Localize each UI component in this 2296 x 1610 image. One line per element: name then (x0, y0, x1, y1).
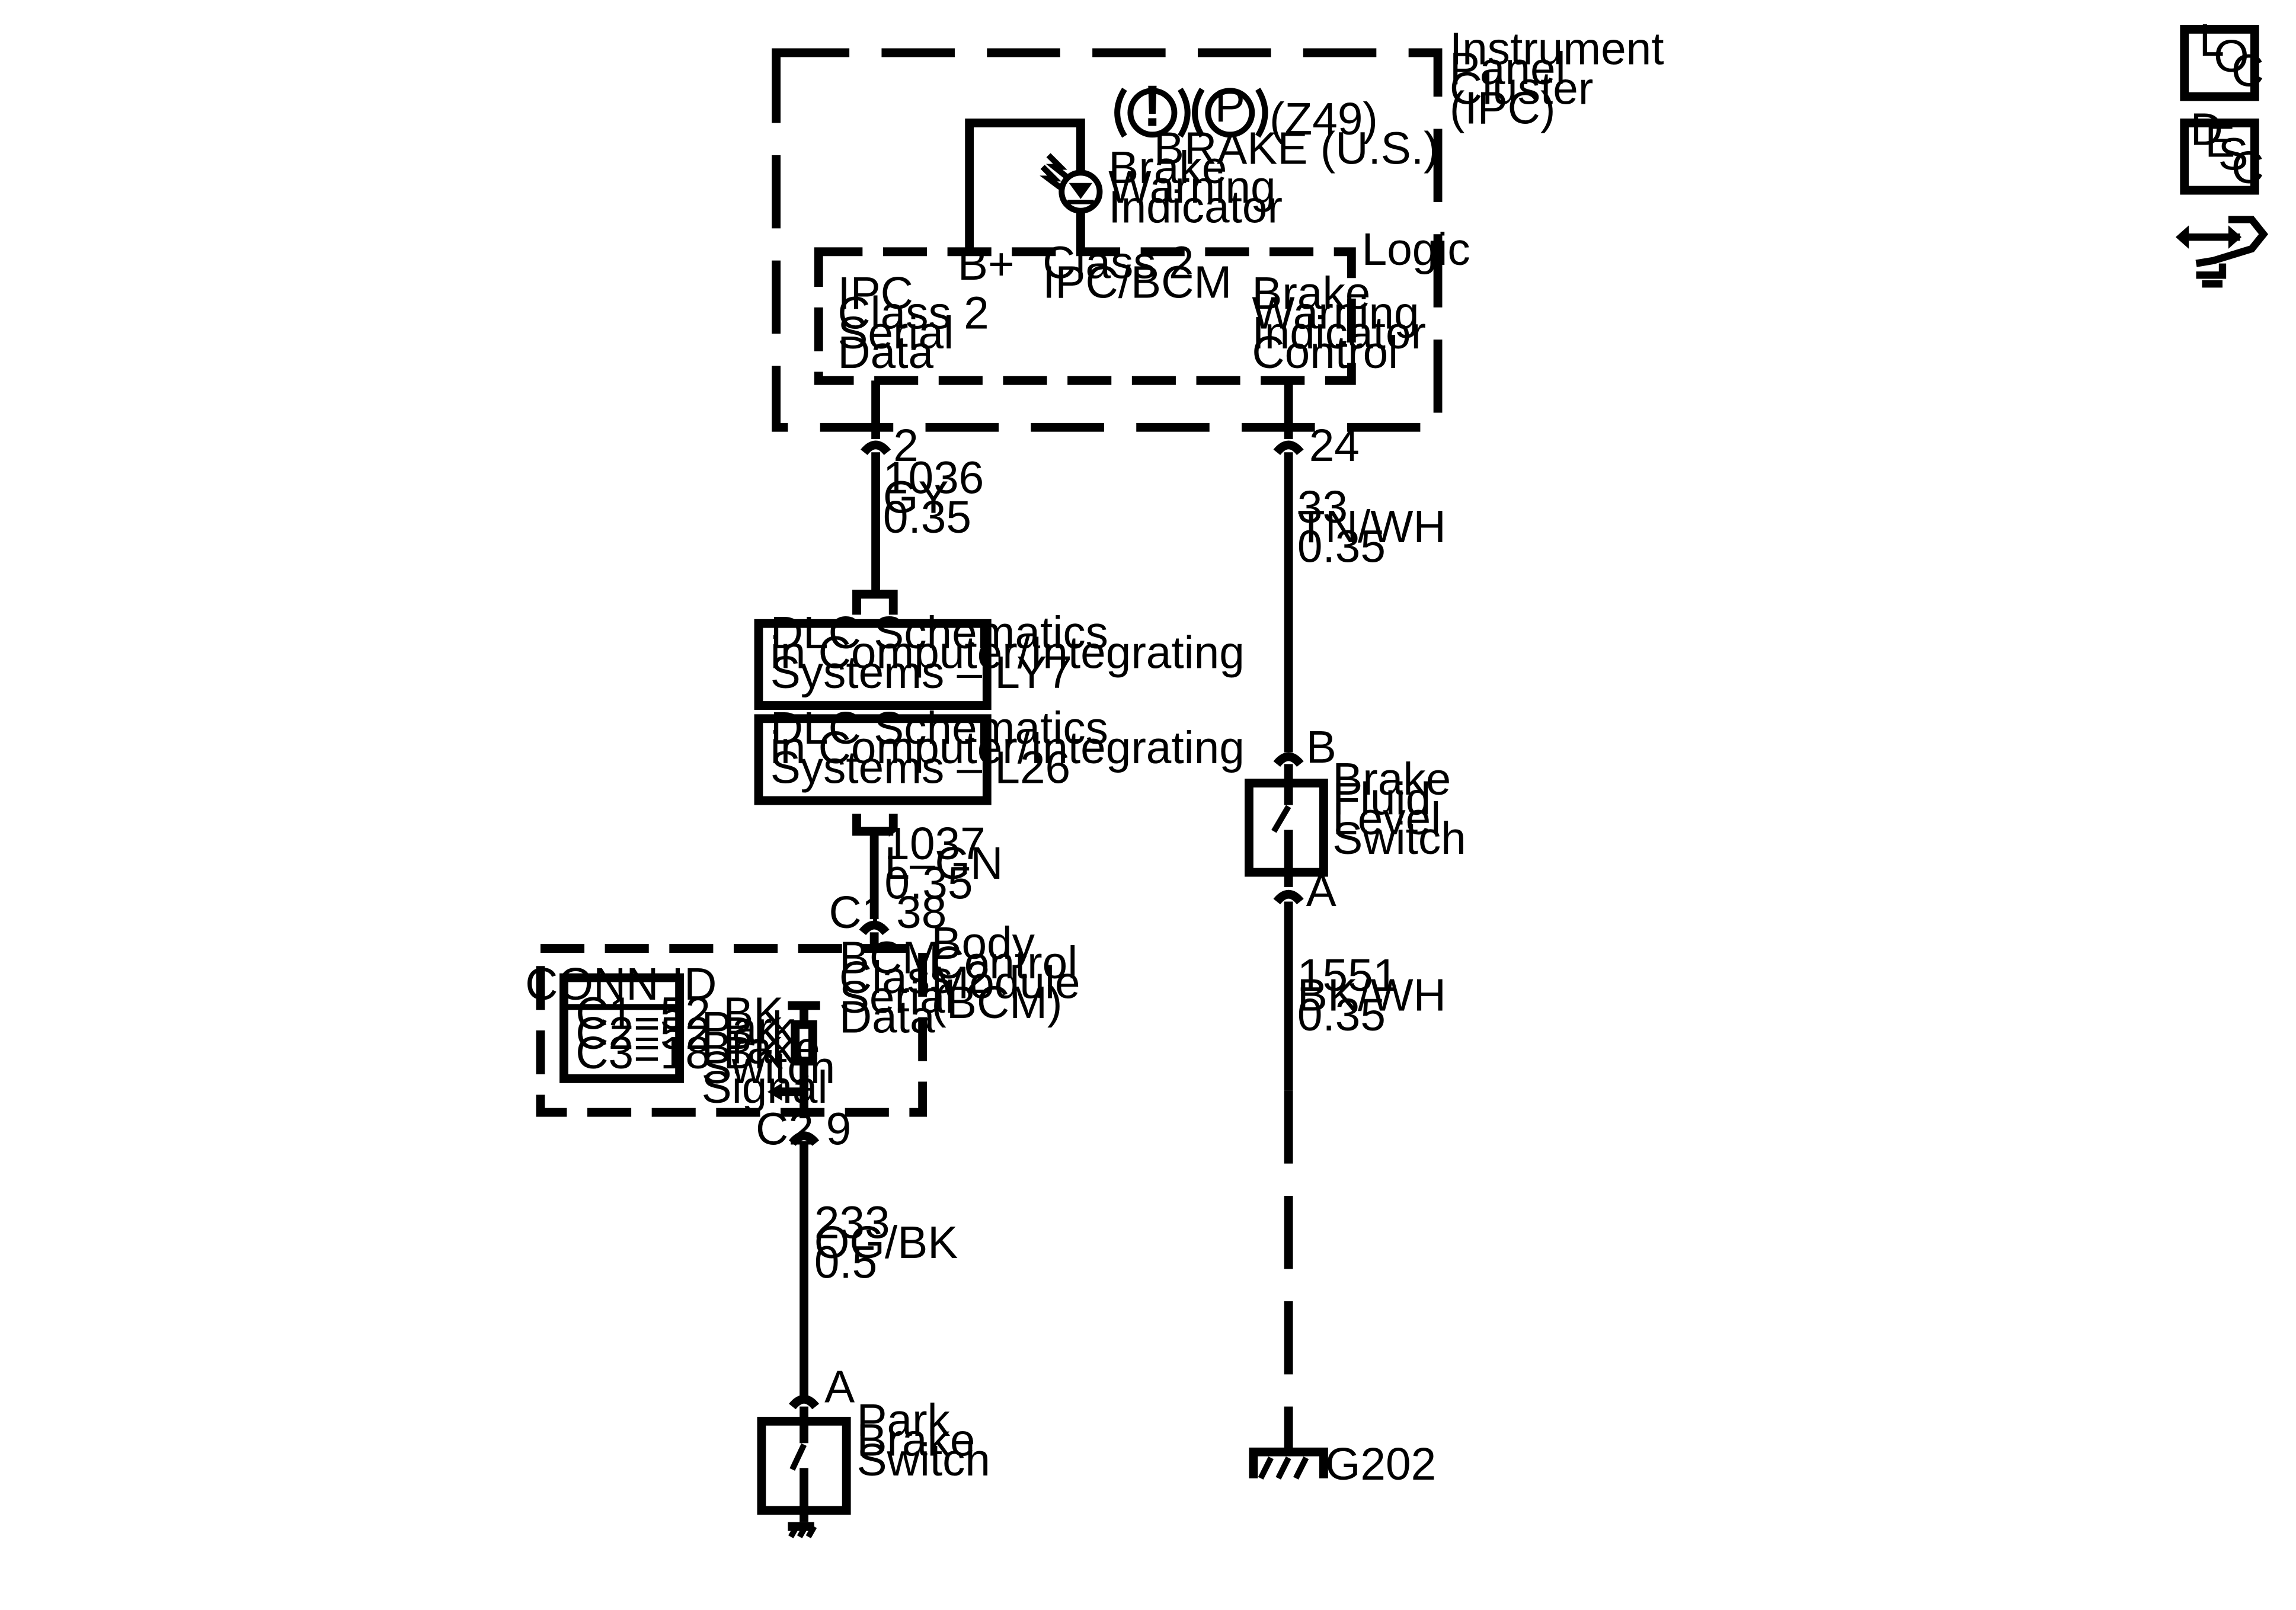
dlc-l26-box (754, 714, 992, 805)
ipc-bplus-wire (965, 119, 1085, 252)
connector-c2-pin: 9 (826, 1105, 852, 1155)
connector-park-a-symbol (789, 1394, 820, 1410)
connector-fluid-pin-a: A (1306, 866, 1336, 916)
park-signal-label: Park Brake Switch Signal (702, 1003, 848, 1113)
desc-button[interactable]: D E S C (2180, 105, 2264, 195)
bplus-label: B+ (958, 239, 1015, 290)
bcm-pullup-resistor (791, 1020, 817, 1066)
connector-c2-9-symbol (789, 1131, 820, 1147)
desc-letter-d: D (2191, 105, 2223, 155)
logic-label: Logic (1362, 225, 1470, 275)
connector-fluid-a-symbol (1273, 889, 1304, 905)
connector-c1-38-symbol (859, 920, 890, 936)
conn-id-table: CONN ID C1=52 BK C2=52 BK C3=18 BK (525, 959, 796, 1083)
ipc-logic-boundary (814, 247, 1356, 385)
ground-g202-label: G202 (1325, 1439, 1436, 1490)
wire-1036-label: 1036 GY 0.35 (883, 453, 997, 543)
bcm-input-arrow-icon (767, 1083, 782, 1101)
conn-id-rows: C1=52 BK C2=52 BK C3=18 BK (575, 988, 796, 1078)
fluid-switch-label: Brake Fluid Level Switch (1332, 754, 1466, 864)
desc-letter-e: E (2205, 116, 2235, 167)
desc-letter-c: C (2231, 143, 2264, 193)
wire-33-label: 33 TN/WH 0.35 (1297, 482, 1459, 572)
wire-1037-splice-bracket (852, 814, 879, 920)
indicator-label: Brake Warning Indicator (1108, 143, 1288, 233)
exclamation-glyph: ! (1143, 73, 1162, 138)
dlc-ly7-label: DLC Schematics in Computer/Integrating S… (770, 608, 1257, 698)
park-brake-switch (757, 1416, 851, 1522)
connector-fluid-pin-b: B (1306, 722, 1336, 773)
connector-ipc-2-symbol (861, 440, 891, 456)
desc-letter-s: S (2218, 130, 2249, 180)
connector-park-pin-a: A (824, 1362, 855, 1412)
ipc-title: Instrument Panel Cluster (IPC) (1450, 24, 1677, 134)
loc-button[interactable]: L O C (2180, 15, 2264, 101)
connector-end-view-icon[interactable] (2175, 216, 2269, 288)
led-indicator-icon (1040, 153, 1103, 214)
park-switch-label: Park Brake Switch (856, 1395, 990, 1486)
park-glyph: P (1215, 81, 1245, 132)
dlc-ly7-box (754, 619, 992, 710)
brake-fluid-level-switch (1245, 779, 1328, 877)
option-code: (Z49) (1269, 94, 1378, 145)
ipc-control-label: Brake Warning Indicator Control (1252, 268, 1438, 378)
connector-fluid-b-symbol (1273, 752, 1304, 767)
dlc-l26-label: DLC Schematics in Computer/Integrating S… (770, 703, 1257, 793)
conn-id-header: CONN ID (525, 959, 717, 1010)
park-symbol: P (1192, 81, 1268, 138)
bcm-module-boundary (536, 944, 928, 1117)
bcm-title: Body Control Module (BCM) (931, 918, 1092, 1028)
loc-letter-l: L (2199, 15, 2224, 66)
wire-1036-splice-bracket (852, 590, 898, 615)
case-ground-icon (788, 1522, 817, 1538)
class2-pin-label: Class 2 IPC/BCM (1043, 238, 1232, 308)
loc-letter-c: C (2231, 46, 2264, 97)
bcm-serial-label: BCM Class 2 Serial Data (839, 933, 1003, 1043)
connector-c1-pin: 38 (896, 888, 946, 938)
ipc-module-boundary (772, 48, 1443, 432)
loc-letter-o: O (2214, 31, 2249, 82)
connector-ipc-24-symbol (1273, 440, 1304, 456)
connector-ipc-pin-24: 24 (1309, 421, 1360, 471)
brake-warning-symbol: ! (1114, 73, 1191, 138)
wire-1037-label: 1037 L–GN 0.35 (884, 819, 1015, 909)
ground-g202-icon (1249, 1447, 1328, 1480)
connector-ipc-pin-2: 2 (893, 421, 919, 471)
bcm-input-node (800, 1087, 808, 1097)
brake-symbol-caption: BRAKE (U.S.) (1154, 124, 1439, 174)
wire-1551-label: 1551 BK/WH 0.35 (1297, 950, 1459, 1041)
wire-233-label: 233 OG/BK 0.5 (814, 1198, 971, 1288)
ipc-serial-label: IPC Class 2 Serial Data (837, 268, 1002, 378)
connector-c1-label: C1 (829, 888, 887, 938)
